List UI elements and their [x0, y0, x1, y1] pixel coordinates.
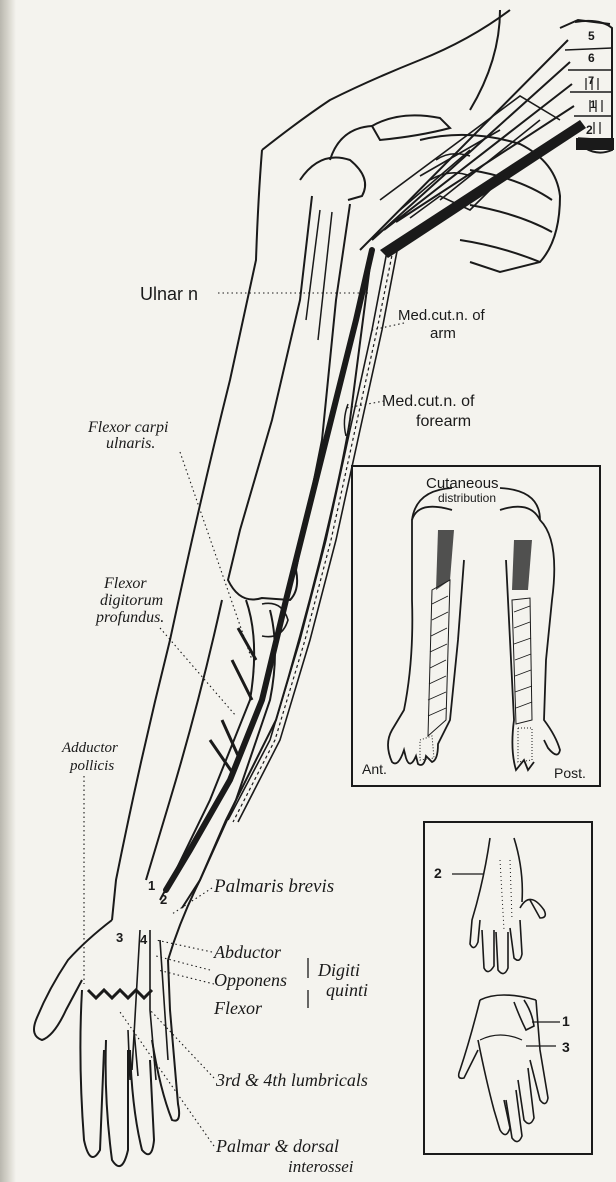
label-flexor-carpi-ulnaris: ulnaris.: [106, 435, 155, 452]
humerus: [228, 158, 365, 601]
branch-number-2: 2: [160, 892, 167, 907]
hand-label-3: 3: [562, 1039, 570, 1055]
label-med-cut-forearm: Med.cut.n. of: [382, 393, 475, 410]
branch-number-1: 1: [148, 878, 155, 893]
label-digiti-quinti: quinti: [326, 980, 368, 1000]
branch-number-4: 4: [140, 932, 148, 947]
vertebra-label: 2: [586, 123, 593, 137]
label-flexor: Flexor: [213, 998, 263, 1018]
hand-label-1: 1: [562, 1013, 570, 1029]
label-flexor-digitorum-profundus: profundus.: [95, 609, 164, 626]
vertebra-label: 1: [590, 99, 596, 111]
cutaneous-title: distribution: [438, 491, 496, 505]
label-adductor-pollicis: Adductor: [61, 740, 118, 756]
medial-cutaneous-nerves: [228, 246, 398, 822]
label-flexor-digitorum-profundus: digitorum: [100, 592, 163, 609]
label-anterior: Ant.: [362, 761, 387, 777]
vertebra-label: 6: [588, 51, 595, 65]
label-lumbricals: 3rd & 4th lumbricals: [215, 1070, 368, 1090]
forearm-bones: [146, 600, 288, 908]
label-flexor-digitorum-profundus: Flexor: [103, 575, 147, 592]
label-med-cut-forearm: forearm: [416, 413, 471, 430]
label-flexor-carpi-ulnaris: Flexor carpi: [87, 419, 168, 436]
vertebra-label: 7: [588, 75, 594, 87]
label-ulnar-nerve: Ulnar n: [140, 284, 198, 304]
branch-number-3: 3: [116, 930, 123, 945]
label-adductor-pollicis: pollicis: [69, 758, 114, 774]
cutaneous-title: Cutaneous: [426, 475, 499, 492]
hand-label-2: 2: [434, 865, 442, 881]
vertebra-label: 5: [588, 29, 595, 43]
hand-inset: [424, 822, 592, 1154]
label-abductor: Abductor: [213, 942, 282, 962]
label-med-cut-arm: Med.cut.n. of: [398, 307, 486, 324]
label-palmaris-brevis: Palmaris brevis: [213, 876, 334, 897]
cutaneous-distribution-inset: [352, 466, 600, 786]
label-interossei: interossei: [288, 1157, 354, 1176]
label-posterior: Post.: [554, 765, 586, 781]
arm-outline: [112, 150, 372, 960]
label-opponens: Opponens: [214, 970, 287, 990]
label-interossei: Palmar & dorsal: [215, 1136, 339, 1156]
ulnar-nerve: [166, 250, 372, 890]
brachial-plexus: [360, 40, 586, 258]
label-digiti-quinti: Digiti: [317, 960, 360, 980]
label-med-cut-arm: arm: [430, 325, 456, 342]
